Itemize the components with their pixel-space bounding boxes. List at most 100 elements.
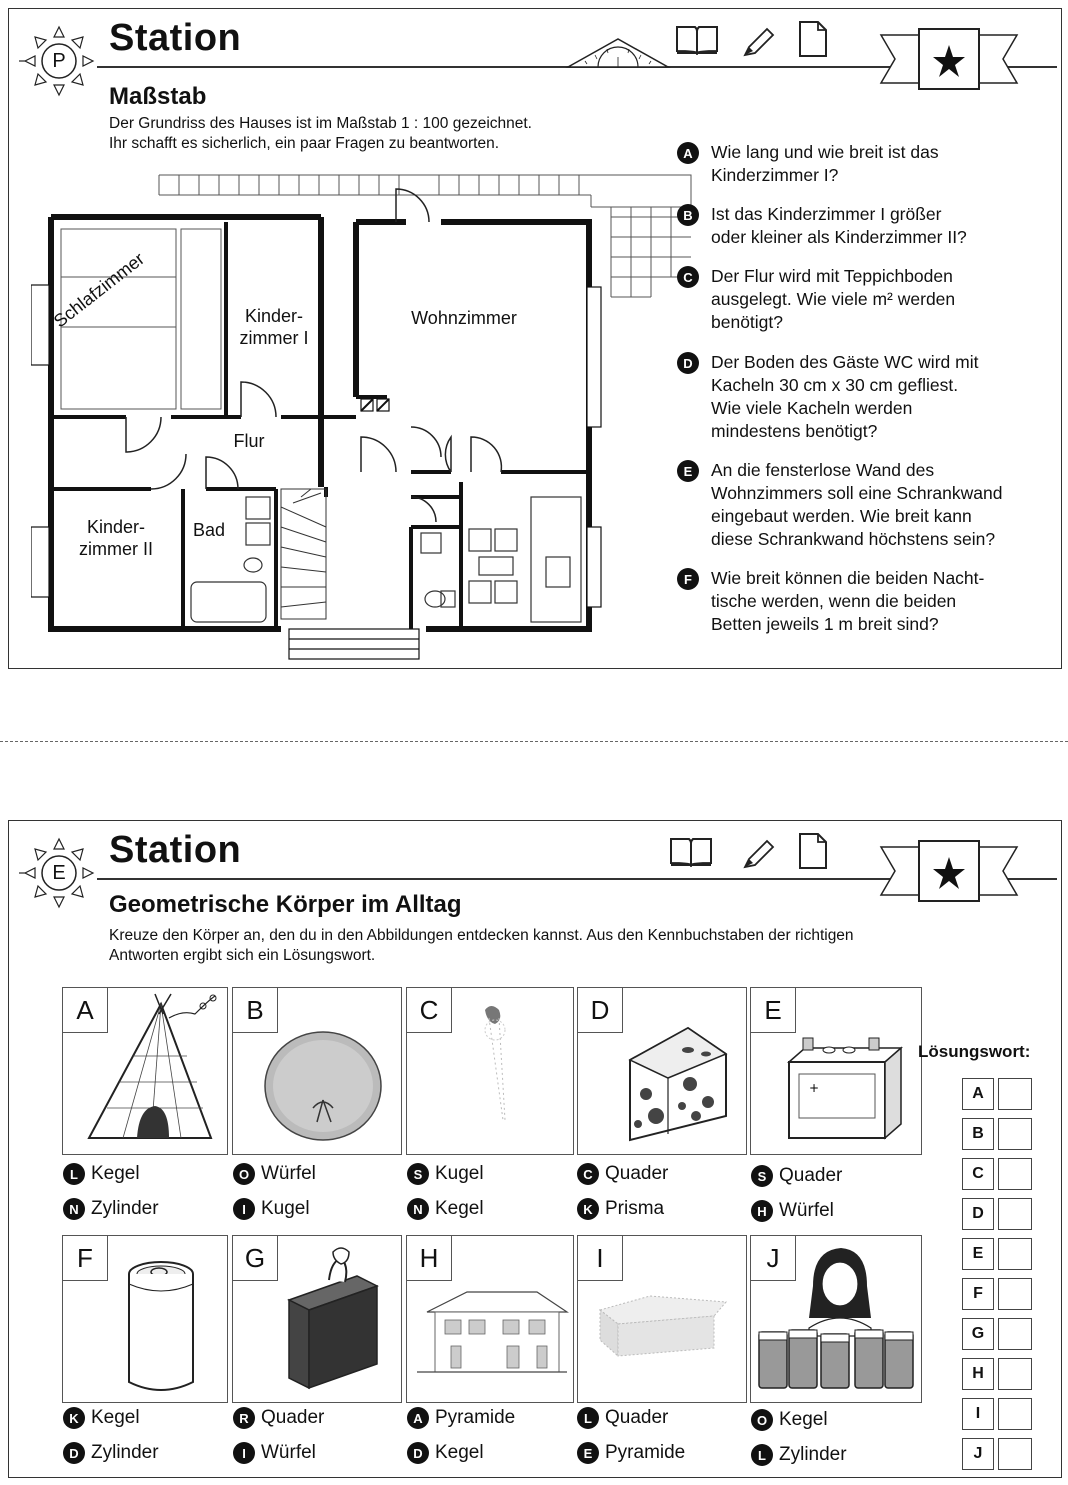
picture-g-suitcase: G [232, 1235, 402, 1403]
option-letter: A [407, 1407, 429, 1429]
option-letter: L [63, 1163, 85, 1185]
option-d1[interactable]: C Quader [577, 1163, 668, 1185]
option-letter: K [63, 1407, 85, 1429]
sun-icon [19, 25, 95, 97]
intro-line-2: Ihr schafft es sicherlich, ein paar Frag… [109, 135, 500, 152]
sun-letter: P [52, 50, 66, 72]
pencil-icon [743, 27, 775, 57]
solution-row-f: F [962, 1278, 1032, 1310]
intro-line-1: Kreuze den Körper an, den du in den Abbi… [109, 927, 854, 944]
solution-row-c: C [962, 1158, 1032, 1190]
room-label-line: Kinder- [244, 306, 304, 326]
question-line: Kacheln 30 cm x 30 cm gefliest. [711, 375, 959, 395]
station-title: Station [109, 829, 242, 871]
solution-input[interactable] [998, 1438, 1032, 1470]
solution-letter: G [962, 1318, 994, 1350]
sugar-cube-icon [598, 1295, 728, 1358]
room-label-line: zimmer I [239, 328, 309, 348]
option-f1[interactable]: K Kegel [63, 1407, 140, 1429]
solution-input[interactable] [998, 1278, 1032, 1310]
question-line: oder kleiner als Kinderzimmer II? [711, 227, 967, 247]
pencil-icon [743, 839, 775, 869]
option-label: Kegel [435, 1198, 484, 1219]
solution-letter: E [962, 1238, 994, 1270]
option-label: Kegel [91, 1407, 140, 1428]
question-line: Wohnzimmers soll eine Schrankwand [711, 483, 1003, 503]
option-letter: D [407, 1442, 429, 1464]
question-letter: D [677, 352, 699, 374]
option-letter: E [577, 1442, 599, 1464]
question-line: tische werden, wenn die beiden [711, 591, 957, 611]
option-label: Quader [605, 1163, 669, 1184]
option-label: Kegel [779, 1409, 828, 1430]
option-letter: C [577, 1163, 599, 1185]
station-card-scale: P Station Maßstab Der Grundriss des Haus… [8, 8, 1062, 669]
solution-letter: J [962, 1438, 994, 1470]
question-line: diese Schrankwand höchstens sein? [711, 529, 996, 549]
solution-input[interactable] [998, 1238, 1032, 1270]
option-label: Kegel [435, 1442, 484, 1463]
option-letter: K [577, 1198, 599, 1220]
picture-d-cheese: D [577, 987, 747, 1155]
option-h2[interactable]: D Kegel [407, 1442, 484, 1464]
intro-line-2: Antworten ergibt sich ein Lösungswort. [109, 947, 376, 964]
solution-input[interactable] [998, 1398, 1032, 1430]
solution-input[interactable] [998, 1118, 1032, 1150]
picture-i-sugar: I [577, 1235, 747, 1403]
star-banner-icon [879, 28, 1019, 90]
book-icon [670, 838, 712, 867]
option-label: Würfel [261, 1163, 316, 1184]
station-title: Station [109, 17, 242, 59]
solution-input[interactable] [998, 1158, 1032, 1190]
waitress-icon [758, 1248, 914, 1389]
room-label-kinderzimmer-1: Kinder- zimmer I [229, 305, 319, 349]
cheese-icon [628, 1026, 728, 1142]
option-label: Quader [261, 1407, 325, 1428]
room-label-kinderzimmer-2: Kinder- zimmer II [61, 516, 171, 560]
picture-label: C [407, 988, 452, 1033]
document-icon [799, 833, 827, 869]
question-line: An die fensterlose Wand des [711, 460, 935, 480]
room-label-line: zimmer II [79, 539, 153, 559]
option-letter: O [233, 1163, 255, 1185]
option-label: Pyramide [435, 1407, 516, 1428]
picture-f-can: F [62, 1235, 228, 1403]
option-label: Pyramide [605, 1442, 686, 1463]
ice-cream-icon [484, 1006, 506, 1121]
question-line: Wie breit können die beiden Nacht- [711, 568, 985, 588]
option-letter: R [233, 1407, 255, 1429]
solution-input[interactable] [998, 1358, 1032, 1390]
option-letter: I [233, 1198, 255, 1220]
option-h1[interactable]: A Pyramide [407, 1407, 515, 1429]
option-b1[interactable]: O Würfel [233, 1163, 316, 1185]
book-icon [676, 26, 718, 55]
solution-input[interactable] [998, 1078, 1032, 1110]
option-i2[interactable]: E Pyramide [577, 1442, 685, 1464]
solution-row-e: E [962, 1238, 1032, 1270]
question-line: Wie viele Kacheln werden [711, 398, 913, 418]
option-label: Würfel [261, 1442, 316, 1463]
station-subtitle: Geometrische Körper im Alltag [109, 891, 462, 918]
solution-row-a: A [962, 1078, 1032, 1110]
solution-letter: H [962, 1358, 994, 1390]
solution-input[interactable] [998, 1198, 1032, 1230]
solution-row-j: J [962, 1438, 1032, 1470]
tipi-icon [87, 993, 217, 1139]
solution-input[interactable] [998, 1318, 1032, 1350]
option-g1[interactable]: R Quader [233, 1407, 324, 1429]
option-label: Quader [605, 1407, 669, 1428]
